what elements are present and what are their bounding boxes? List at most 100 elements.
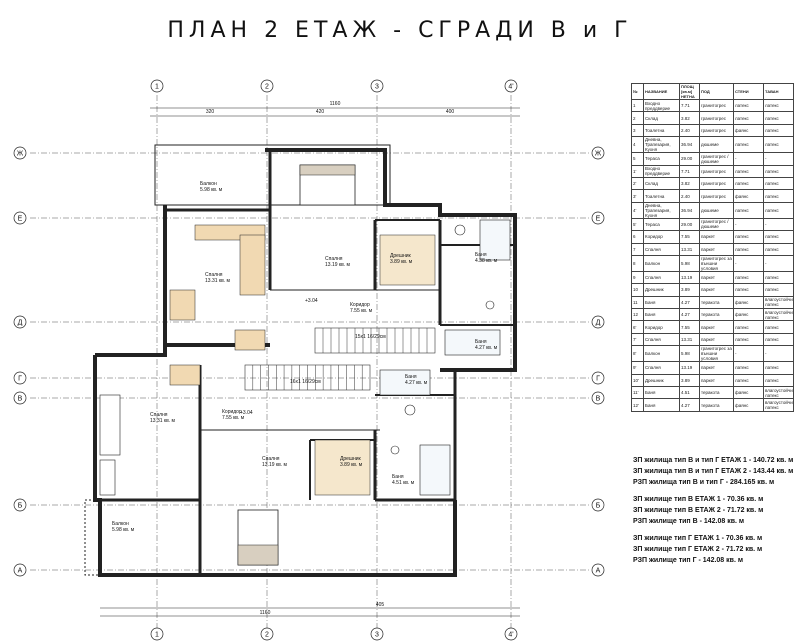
- room-area-closet-1: 3.89 кв. м: [390, 259, 413, 265]
- axis-bottom-0-label: 1: [155, 631, 159, 638]
- room-area-closet-2: 3.89 кв. м: [340, 462, 363, 468]
- table-cell: Спалня: [643, 270, 680, 285]
- axis-right-4-label: В: [596, 395, 601, 402]
- table-cell: 8': [631, 345, 644, 363]
- table-cell: Дрешник: [643, 373, 680, 388]
- table-cell: 11: [631, 295, 644, 310]
- table-cell: 5: [631, 152, 644, 166]
- table-header-cell: СТЕНИ: [733, 83, 764, 100]
- stair-steps-lower: [252, 365, 363, 390]
- table-cell: влагоустойчив латекс: [763, 386, 794, 400]
- table-cell: Спалня: [643, 332, 680, 347]
- table-cell: паркет: [699, 283, 734, 297]
- table-cell: латекс: [733, 283, 764, 297]
- table-cell: 29.00: [679, 152, 700, 166]
- table-cell: -: [733, 345, 764, 363]
- axis-bottom-0-circle: [150, 627, 164, 641]
- room-name-bath-4: Баня: [392, 474, 404, 480]
- room-name-closet-1: Дрешник: [390, 253, 412, 259]
- table-cell: фаянс: [733, 189, 764, 203]
- table-cell: гранитогрес: [699, 176, 734, 191]
- table-cell: 9': [631, 361, 644, 375]
- furniture: [99, 164, 511, 566]
- axis-top-0-label: 1: [155, 83, 159, 90]
- stair-label-2: 16x1 16/29см: [290, 379, 321, 385]
- table-cell: -: [733, 217, 764, 232]
- cabinet-upper: [234, 329, 266, 351]
- table-cell: фаянс: [733, 398, 764, 412]
- summary-line: РЗП жилище тип Г - 142.08 кв. м: [633, 557, 744, 564]
- room-area-bedroom-4: 13.19 кв. м: [262, 462, 288, 468]
- table-cell: латекс: [763, 332, 794, 347]
- drawing-title: ПЛАН 2 ЕТАЖ - СГРАДИ В и Г: [167, 18, 633, 43]
- table-cell: 4.27: [679, 308, 700, 322]
- table-cell: паркет: [699, 361, 734, 375]
- table-cell: латекс: [763, 189, 794, 203]
- table-cell: 3.82: [679, 111, 700, 125]
- table-cell: Балкон: [643, 345, 680, 363]
- table-cell: 36.94: [679, 136, 700, 154]
- axis-left-2-label: Д: [18, 319, 23, 326]
- table-header-cell: ПЛОЩ [кв.м] НЕТНА: [679, 83, 700, 100]
- table-cell: 3.89: [679, 373, 700, 388]
- table-cell: Тоалетна: [643, 189, 680, 203]
- table-cell: паркет: [699, 230, 734, 244]
- table-cell: 2': [631, 176, 644, 191]
- table-cell: латекс: [733, 201, 764, 219]
- axis-bottom-3-circle: [504, 627, 518, 641]
- axis-right-1-label: Е: [596, 215, 601, 222]
- dim-top-mid: 420: [316, 109, 325, 115]
- summary-line: РЗП жилище тип В - 142.08 кв. м: [633, 518, 745, 525]
- table-cell: Тераса: [643, 217, 680, 232]
- axis-right-5-label: Б: [596, 502, 601, 509]
- table-cell: 9: [631, 270, 644, 285]
- wardrobe-upper: [239, 234, 266, 296]
- table-cell: -: [763, 152, 794, 166]
- table-cell: латекс: [733, 176, 764, 191]
- table-cell: фаянс: [733, 308, 764, 322]
- table-header-cell: ПОД: [699, 83, 734, 100]
- table-cell: 7.71: [679, 164, 700, 178]
- summary-line: РЗП жилища тип В и тип Г - 284.165 кв. м: [633, 479, 775, 486]
- table-cell: теракота: [699, 308, 734, 322]
- axis-left-6-label: А: [18, 567, 23, 574]
- axis-left-4-circle: [13, 391, 27, 405]
- stair-label-1: 15x1 16/29см: [355, 334, 386, 340]
- table-cell: Коридор: [643, 230, 680, 244]
- table-cell: латекс: [763, 136, 794, 154]
- table-cell: латекс: [763, 164, 794, 178]
- table-cell: латекс: [733, 111, 764, 125]
- table-cell: латекс: [763, 242, 794, 256]
- table-cell: 4.51: [679, 386, 700, 400]
- table-cell: 10': [631, 373, 644, 388]
- table-cell: гранитогрес / дюшеме: [699, 217, 734, 232]
- stair-steps-upper: [322, 328, 428, 353]
- axis-bottom-2-circle: [370, 627, 384, 641]
- room-area-bath-2: 4.27 кв. м: [475, 345, 498, 351]
- table-header-cell: НАЗВАНИЕ: [643, 83, 680, 100]
- table-cell: Входно преддверие: [643, 98, 680, 113]
- table-cell: 1: [631, 98, 644, 113]
- area-summary: ЗП жилища тип В и тип Г ЕТАЖ 1 - 140.72 …: [633, 455, 798, 572]
- room-name-bath-3: Баня: [405, 374, 417, 380]
- table-cell: Дневна, Трапезария, Кухня: [643, 136, 680, 154]
- table-cell: 4.27: [679, 295, 700, 310]
